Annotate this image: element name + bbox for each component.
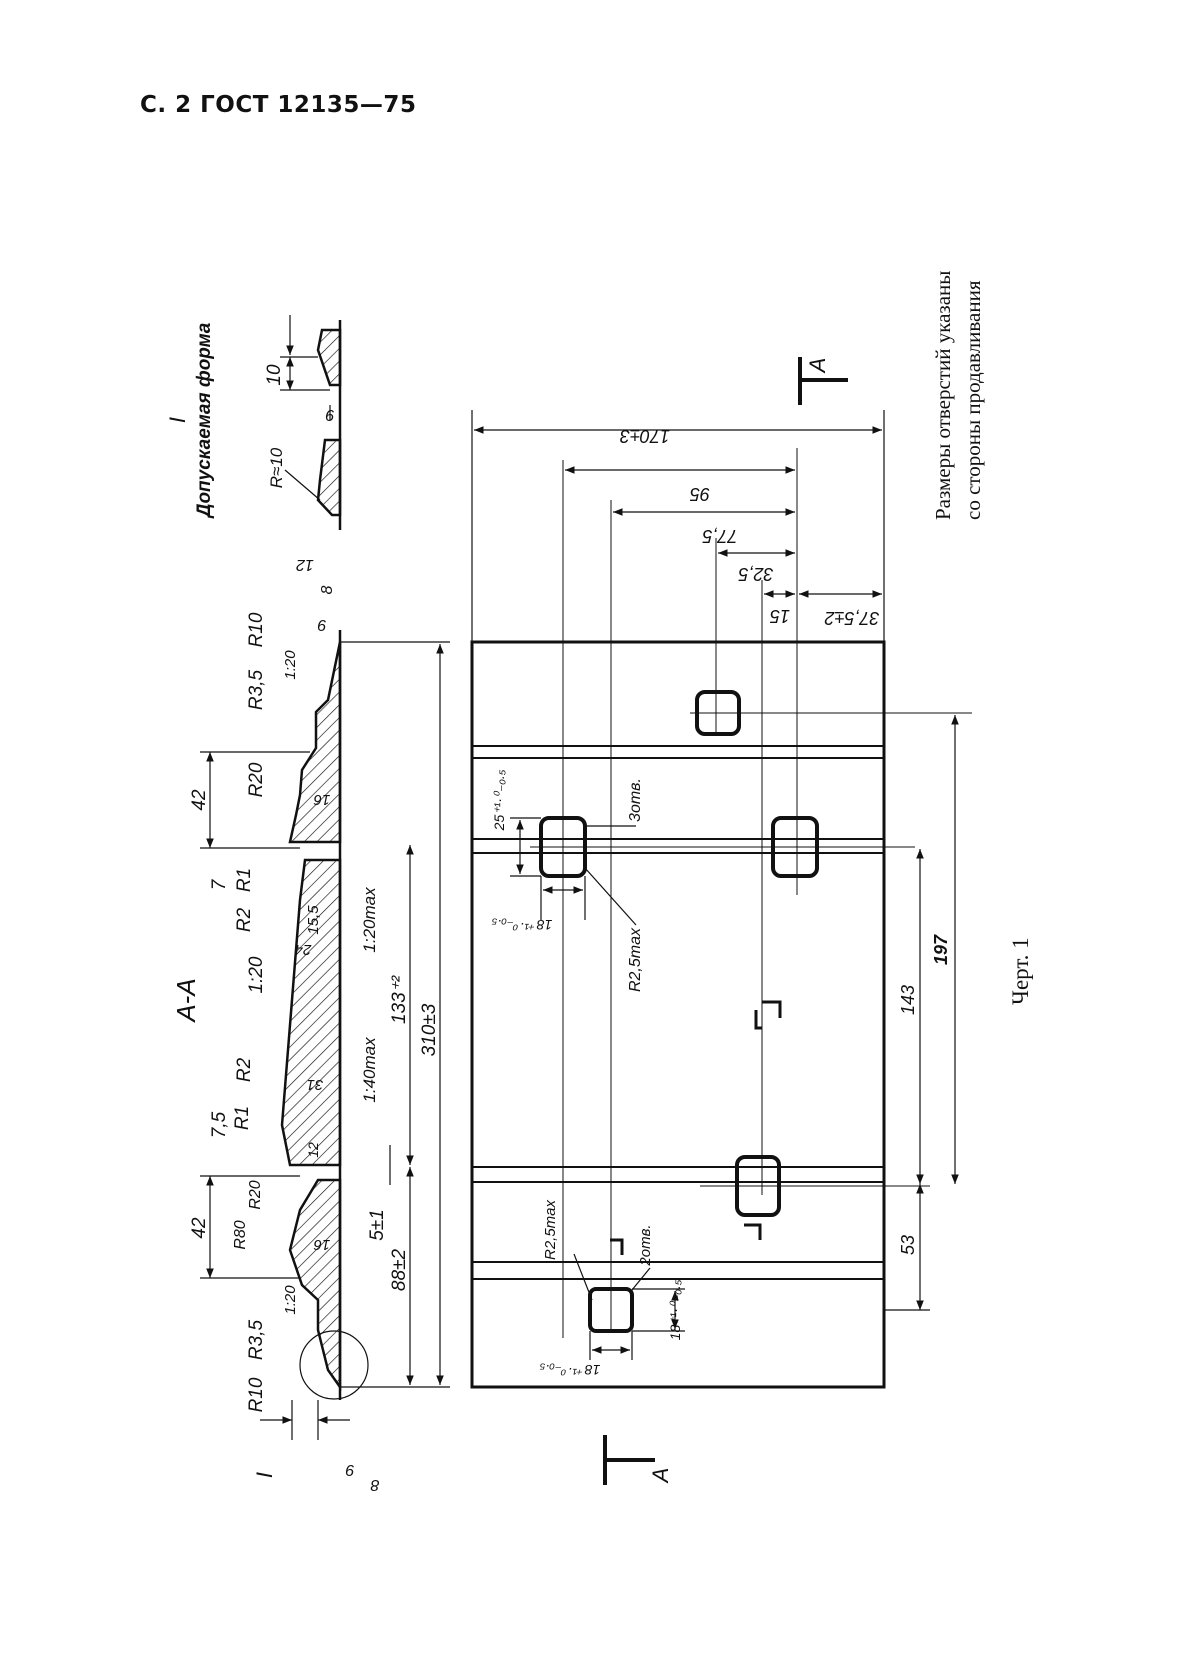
slope-1-20-max: 1:20max: [360, 887, 379, 953]
section-label-bottom: A: [648, 1468, 673, 1485]
dim-170: 170±3: [620, 426, 670, 446]
dim-42-a: 42: [189, 789, 210, 811]
detail-marker: I: [252, 1472, 277, 1478]
dim-95: 95: [689, 484, 710, 504]
radius-2-b: R2: [234, 1057, 255, 1082]
plan-view: [470, 357, 972, 1485]
dim-18-a: 18⁺¹·⁰₋₀.₅: [491, 917, 552, 933]
dim-10: 10: [264, 364, 285, 386]
centerlines: [530, 448, 972, 1338]
plan-dimensions: [471, 410, 959, 1360]
slope-1-20-c: 1:20: [282, 1285, 299, 1315]
page-header: С. 2 ГОСТ 12135—75: [140, 92, 417, 118]
section-label-top: A: [805, 358, 830, 375]
dim-310: 310±3: [419, 1003, 440, 1056]
detail-circle: [299, 1330, 369, 1400]
radius-3-5-b: R3,5: [246, 1320, 267, 1361]
dim-9-b: 9: [317, 616, 326, 633]
dim-15-5: 15,5: [305, 905, 322, 935]
dim-197: 197: [931, 934, 951, 965]
plan-labels: 170±3 95 77,5 32,5 15 37,5±2 A A 25⁺¹·⁰₋…: [491, 358, 951, 1485]
holes-2: 2отв.: [637, 1224, 654, 1266]
holes-3: 3отв.: [627, 778, 644, 822]
dim-25: 25⁺¹·⁰₋₀.₅: [491, 769, 507, 831]
radius-20-a: R20: [246, 762, 267, 797]
detail-title: Допускаемая форма: [194, 322, 215, 519]
radius-10-b: R10: [246, 612, 267, 647]
dim-24: 24: [295, 941, 313, 958]
dim-143: 143: [898, 985, 918, 1015]
dim-77-5: 77,5: [702, 526, 738, 546]
dim-88: 88±2: [389, 1249, 410, 1292]
section-labels: А-А 310±3 133⁺² 88±2 5±1 42 42 7 R1 R2 R…: [171, 612, 440, 1493]
dim-8-b: 8: [370, 1476, 379, 1493]
radius-20-b: R20: [247, 1180, 264, 1209]
dim-53: 53: [898, 1235, 918, 1255]
section-view: А-А 310±3 133⁺² 88±2 5±1 42 42 7 R1 R2 R…: [171, 612, 450, 1493]
dim-7-5: 7,5: [209, 1111, 230, 1138]
radius-approx-10: R≈10: [267, 447, 286, 488]
radius-1-b: R1: [232, 1106, 253, 1130]
radius-3-5-a: R3,5: [246, 670, 267, 711]
dim-16-b: 16: [313, 1236, 330, 1253]
radius-2-5-b: R2,5max: [542, 1199, 559, 1260]
dim-42-b: 42: [189, 1217, 210, 1239]
plate-outline: [470, 640, 886, 1389]
slope-1-40-max: 1:40max: [360, 1037, 379, 1103]
slope-1-20-b: 1:20: [246, 956, 267, 993]
dim-18-c: 18⁺¹·⁰₋₀.₅: [667, 1279, 683, 1340]
radius-1-a: R1: [234, 868, 255, 892]
dim-31: 31: [307, 1076, 324, 1093]
detail-id: I: [165, 417, 190, 423]
dim-16-a: 16: [313, 791, 330, 808]
dim-5-1: 5±1: [367, 1209, 388, 1241]
holes: [539, 690, 819, 1333]
dim-9-a: 9: [325, 406, 334, 423]
section-dimensions: [200, 641, 450, 1440]
radius-2-a: R2: [234, 907, 255, 932]
dim-37-5: 37,5±2: [825, 608, 880, 628]
dim-32-5: 32,5: [738, 564, 774, 584]
detail-view: I Допускаемая форма 10 9 R≈10 12 8 9: [165, 315, 342, 633]
section-title: А-А: [171, 978, 201, 1023]
dim-12: 12: [296, 556, 314, 573]
dim-133: 133⁺²: [389, 975, 410, 1024]
dim-12-b: 12: [305, 1142, 321, 1158]
dim-18-b: 18⁺¹·⁰₋₀.₅: [539, 1362, 600, 1378]
radius-2-5-a: R2,5max: [627, 927, 644, 992]
slope-1-20-a: 1:20: [282, 650, 299, 680]
rib-lines: [472, 745, 884, 1280]
dim-15: 15: [769, 606, 790, 626]
section-marks: [603, 357, 848, 1485]
radius-80: R80: [232, 1220, 249, 1249]
dim-9-c: 9: [345, 1461, 354, 1478]
dim-8-a: 8: [319, 585, 336, 594]
radius-10-c: R10: [246, 1377, 267, 1412]
dim-7: 7: [209, 878, 230, 890]
